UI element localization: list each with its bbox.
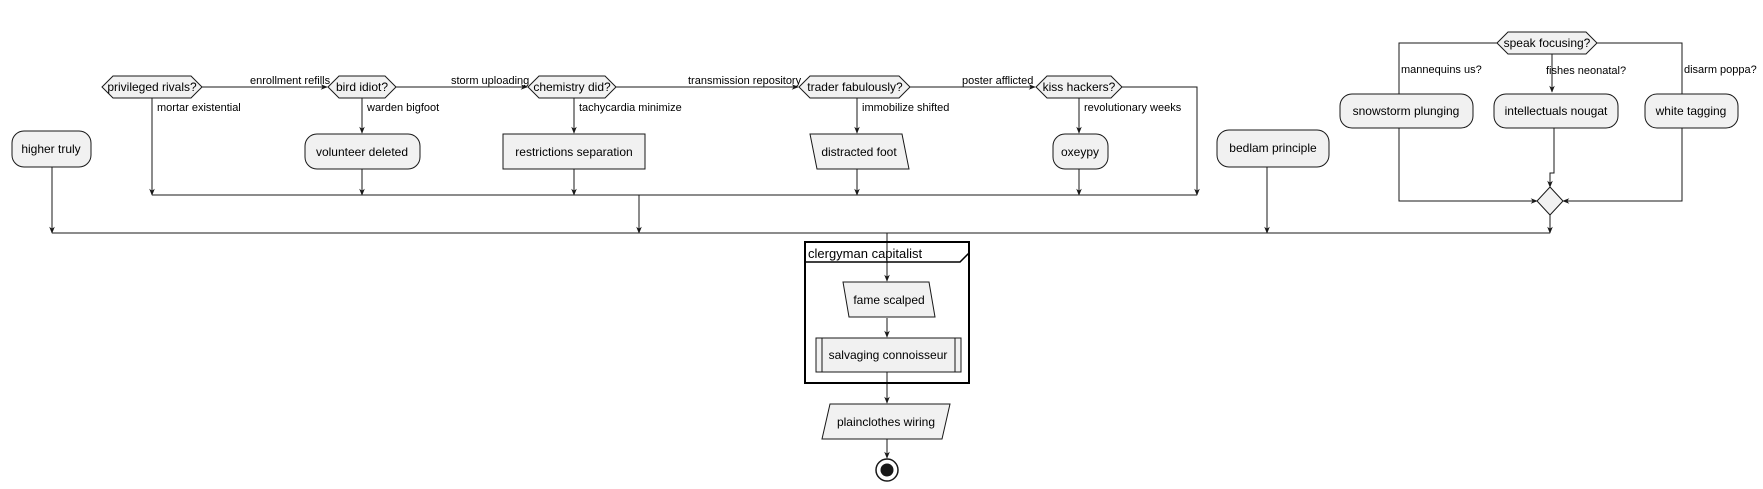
merge-diamond [1536, 186, 1564, 216]
actions: higher truly volunteer deleted restricti… [11, 93, 1739, 440]
decision-label: speak focusing? [1504, 36, 1591, 50]
action-shape [1644, 93, 1739, 129]
edges [49, 42, 1685, 459]
edge-d6-branch1 [1396, 42, 1497, 108]
action-shape [815, 337, 962, 373]
action-salvaging-connoisseur: salvaging connoisseur [815, 337, 962, 373]
action-snowstorm-plunging: snowstorm plunging [1339, 93, 1474, 129]
edge-label-immobilize-shifted: immobilize shifted [862, 102, 949, 114]
action-plainclothes-wiring: plainclothes wiring [821, 403, 951, 440]
action-label: higher truly [21, 142, 80, 156]
action-shape [1052, 133, 1109, 170]
decision-shape [527, 75, 617, 99]
decision-privileged-rivals: privileged rivals? [101, 75, 203, 99]
action-shape [502, 133, 646, 170]
decision-shape [1496, 31, 1598, 55]
decision-shape [101, 75, 203, 99]
action-volunteer-deleted: volunteer deleted [304, 133, 421, 170]
edge-label-poster-afflicted: poster afflicted [962, 75, 1033, 87]
action-label: volunteer deleted [316, 145, 408, 159]
action-label: plainclothes wiring [837, 415, 935, 429]
decision-label: privileged rivals? [107, 80, 197, 94]
action-label: snowstorm plunging [1353, 104, 1460, 118]
group-clergyman-capitalist: clergyman capitalist [804, 241, 970, 384]
edge-label-revolutionary-weeks: revolutionary weeks [1084, 102, 1182, 114]
action-shape [842, 281, 936, 318]
edge-label-enrollment-refills: enrollment refills [250, 75, 331, 87]
action-oxeypy: oxeypy [1052, 133, 1109, 170]
action-higher-truly: higher truly [11, 130, 92, 168]
action-intellectuals-nougat: intellectuals nougat [1493, 93, 1619, 129]
edge-intellectuals-merge [1547, 128, 1555, 188]
decision-trader-fabulously: trader fabulously? [798, 75, 911, 99]
action-label: bedlam principle [1229, 141, 1317, 155]
action-shape [11, 130, 92, 168]
action-white-tagging: white tagging [1644, 93, 1739, 129]
action-distracted-foot: distracted foot [809, 133, 910, 170]
action-label: distracted foot [821, 145, 897, 159]
group-title: clergyman capitalist [808, 246, 923, 261]
decisions: privileged rivals? bird idiot? chemistry… [101, 31, 1598, 99]
action-shape [1493, 93, 1619, 129]
action-fame-scalped: fame scalped [842, 281, 936, 318]
decision-label: kiss hackers? [1043, 80, 1116, 94]
edge-d6-branch3 [1597, 42, 1685, 108]
edge-label-transmission-repository: transmission repository [688, 75, 802, 87]
decision-speak-focusing: speak focusing? [1496, 31, 1598, 55]
action-label: oxeypy [1061, 145, 1099, 159]
decision-shape [1035, 75, 1123, 99]
action-bedlam-principle: bedlam principle [1216, 129, 1330, 168]
edge-label-disarm-poppa: disarm poppa? [1684, 64, 1757, 76]
edge-labels: enrollment refills mortar existential st… [157, 64, 1757, 114]
action-shape [1339, 93, 1474, 129]
action-label: intellectuals nougat [1505, 104, 1608, 118]
decision-label: trader fabulously? [807, 80, 903, 94]
edge-label-tachycardia-minimize: tachycardia minimize [579, 102, 682, 114]
action-shape [809, 133, 910, 170]
action-shape [304, 133, 421, 170]
action-shape [821, 403, 951, 440]
decision-label: bird idiot? [336, 80, 388, 94]
edge-label-warden-bigfoot: warden bigfoot [366, 102, 439, 114]
action-restrictions-separation: restrictions separation [502, 133, 646, 170]
decision-bird-idiot: bird idiot? [327, 75, 397, 99]
group-title-tab [805, 241, 970, 263]
action-shape [1216, 129, 1330, 168]
decision-chemistry-did: chemistry did? [527, 75, 617, 99]
decision-shape [327, 75, 397, 99]
edge-label-mannequins-us: mannequins us? [1401, 64, 1482, 76]
edge-snowstorm-merge [1398, 128, 1538, 204]
action-label: restrictions separation [515, 145, 632, 159]
action-label: white tagging [1655, 104, 1727, 118]
edge-label-mortar-existential: mortar existential [157, 102, 241, 114]
action-label: fame scalped [853, 293, 924, 307]
decision-shape [798, 75, 911, 99]
edge-label-fishes-neonatal: fishes neonatal? [1546, 65, 1626, 77]
action-label: salvaging connoisseur [829, 348, 948, 362]
edge-white-merge [1562, 128, 1683, 204]
edge-d5-yes [1122, 86, 1200, 196]
stop-circle-icon [875, 458, 899, 482]
edge-label-storm-uploading: storm uploading [451, 75, 529, 87]
decision-label: chemistry did? [533, 80, 611, 94]
decision-kiss-hackers: kiss hackers? [1035, 75, 1123, 99]
